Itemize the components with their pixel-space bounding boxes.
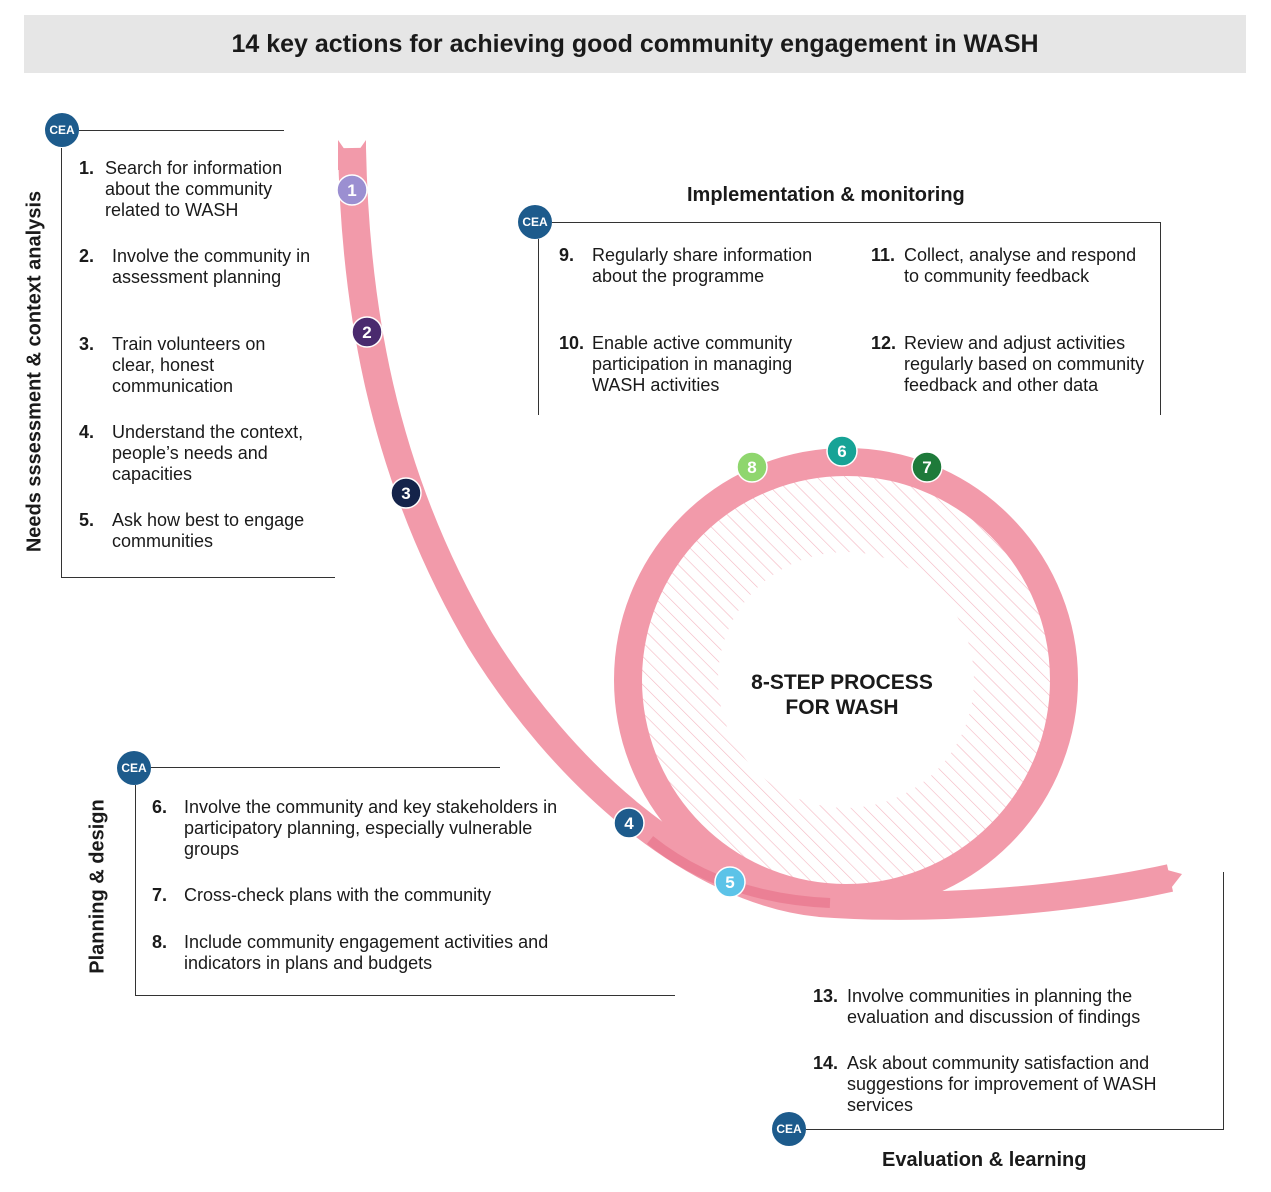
evaluation-bottom-line bbox=[806, 1129, 1224, 1130]
step-marker-8: 8 bbox=[736, 451, 768, 483]
center-label-line1: 8-STEP PROCESS bbox=[751, 671, 933, 694]
cea-badge-planning: CEA bbox=[117, 751, 151, 785]
action-item-8: 8. Include community engagement activiti… bbox=[152, 932, 549, 973]
ribbon-tail bbox=[338, 140, 366, 170]
step-number-6: 6 bbox=[837, 442, 846, 461]
evaluation-section-title: Evaluation & learning bbox=[882, 1149, 1087, 1171]
step-number-4: 4 bbox=[624, 814, 634, 833]
step-marker-1: 1 bbox=[336, 174, 368, 206]
implementation-right-line bbox=[1160, 222, 1161, 415]
loop-inner-white bbox=[718, 552, 974, 808]
action-item-2: 2. Involve the community in assessment p… bbox=[79, 246, 311, 287]
action-item-12: 12. Review and adjust activities regular… bbox=[871, 333, 1145, 395]
implementation-section-title: Implementation & monitoring bbox=[687, 184, 965, 206]
step-marker-7: 7 bbox=[911, 451, 943, 483]
action-item-6: 6. Involve the community and key stakeho… bbox=[152, 797, 558, 859]
action-item-10: 10. Enable active community participatio… bbox=[559, 333, 793, 395]
needs-bottom-line bbox=[61, 577, 335, 578]
center-label-line2: FOR WASH bbox=[785, 696, 899, 719]
path-ribbon bbox=[338, 147, 1174, 920]
step-marker-2: 2 bbox=[351, 316, 383, 348]
step-number-2: 2 bbox=[362, 323, 371, 342]
needs-left-line bbox=[61, 148, 62, 577]
action-item-3: 3. Train volunteers on clear, honest com… bbox=[79, 334, 266, 396]
step-number-7: 7 bbox=[922, 458, 931, 477]
page-title: 14 key actions for achieving good commun… bbox=[231, 29, 1039, 58]
planning-section-title: Planning & design bbox=[86, 799, 109, 974]
evaluation-right-line bbox=[1223, 872, 1224, 1129]
step-marker-3: 3 bbox=[390, 477, 422, 509]
action-item-9: 9. Regularly share information about the… bbox=[559, 245, 813, 286]
step-number-8: 8 bbox=[747, 458, 756, 477]
needs-top-line bbox=[79, 130, 284, 131]
action-item-13: 13. Involve communities in planning the … bbox=[813, 986, 1141, 1027]
implementation-top-line bbox=[552, 222, 1161, 223]
needs-section-title: Needs sssessment & context analysis bbox=[23, 190, 46, 553]
center-label: 8-STEP PROCESS FOR WASH bbox=[692, 670, 992, 720]
action-item-4: 4. Understand the context, people’s need… bbox=[79, 422, 304, 484]
step-marker-4: 4 bbox=[613, 807, 645, 839]
action-item-5: 5. Ask how best to engage communities bbox=[79, 510, 305, 551]
implementation-left-line bbox=[538, 239, 539, 415]
planning-bottom-line bbox=[135, 995, 675, 996]
cea-badge-needs: CEA bbox=[45, 113, 79, 147]
step-number-3: 3 bbox=[401, 484, 410, 503]
step-number-5: 5 bbox=[725, 873, 734, 892]
action-item-7: 7. Cross-check plans with the community bbox=[152, 885, 492, 905]
action-item-1: 1. Search for information about the comm… bbox=[79, 158, 283, 220]
step-number-1: 1 bbox=[347, 181, 356, 200]
step-marker-5: 5 bbox=[714, 866, 746, 898]
planning-top-line bbox=[151, 767, 500, 768]
planning-left-line bbox=[135, 785, 136, 995]
ribbon-arrow-head bbox=[1160, 868, 1182, 892]
cea-badge-evaluation: CEA bbox=[772, 1112, 806, 1146]
cea-badge-implementation: CEA bbox=[518, 205, 552, 239]
action-item-14: 14. Ask about community satisfaction and… bbox=[813, 1053, 1157, 1115]
title-banner: 14 key actions for achieving good commun… bbox=[24, 15, 1246, 73]
step-marker-6: 6 bbox=[826, 435, 858, 467]
action-item-11: 11. Collect, analyse and respond to comm… bbox=[871, 245, 1137, 286]
